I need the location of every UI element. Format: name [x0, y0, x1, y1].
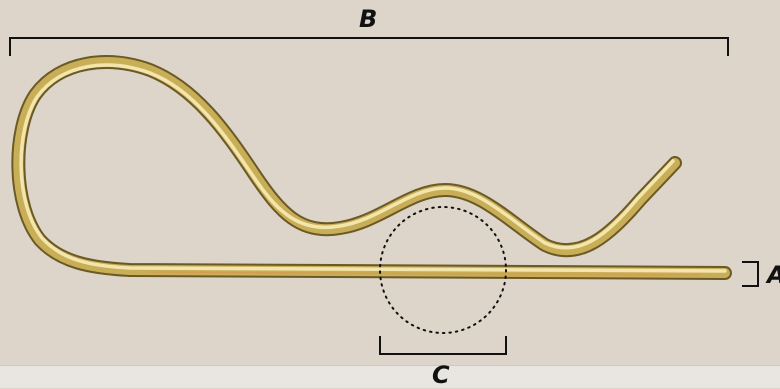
hair-pin-cotter-icon — [11, 55, 732, 280]
dimension-a-bracket — [742, 261, 759, 287]
dimension-label-c: C — [432, 361, 450, 389]
dotted-detail-circle-icon — [379, 206, 507, 334]
dimension-c-bracket — [379, 336, 507, 355]
bottom-strip — [0, 365, 780, 388]
dimension-label-b: B — [359, 5, 378, 33]
dimension-label-a: A — [767, 263, 780, 287]
dimension-b-bracket — [9, 37, 729, 56]
